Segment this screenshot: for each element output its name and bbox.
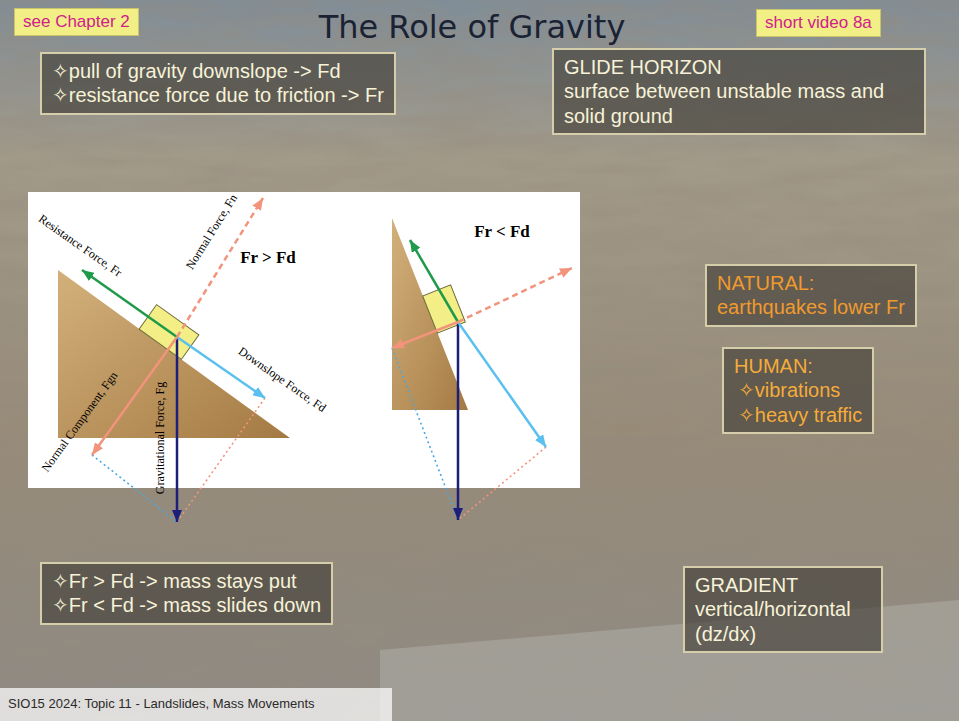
chapter-tag: see Chapter 2 — [14, 8, 139, 36]
box-heading: ✧Fr > Fd -> mass stays put — [52, 569, 321, 593]
dotted-guide — [177, 398, 265, 522]
box-text: ✧vibrations — [734, 378, 862, 402]
gradient-box: GRADIENTvertical/horizontal (dz/dx) — [683, 566, 883, 653]
condition-box: ✧Fr > Fd -> mass stays put✧Fr < Fd -> ma… — [40, 562, 333, 625]
gravity-arrow — [176, 337, 179, 522]
human-cause-box: HUMAN:✧vibrations✧heavy traffic — [722, 347, 874, 434]
box-heading: ✧pull of gravity downslope -> Fd — [52, 59, 384, 83]
box-heading: GRADIENT — [695, 573, 871, 597]
box-text: ✧resistance force due to friction -> Fr — [52, 83, 384, 107]
box-text: ✧heavy traffic — [734, 403, 862, 427]
box-text: see Chapter 2 — [23, 12, 130, 32]
downslope-arrow — [458, 322, 546, 447]
resistance-arrow — [82, 270, 177, 337]
box-text: vertical/horizontal (dz/dx) — [695, 597, 871, 646]
force-label: Gravitational Force, Fg — [154, 382, 167, 494]
slope-triangle — [392, 218, 468, 410]
slide-title: The Role of Gravity — [319, 8, 626, 46]
video-tag: short video 8a — [756, 9, 881, 37]
dotted-guide — [458, 447, 546, 520]
glide-horizon-box: GLIDE HORIZONsurface between unstable ma… — [552, 48, 926, 135]
box-text: ✧Fr < Fd -> mass slides down — [52, 593, 321, 617]
footer-band: SIO15 2024: Topic 11 - Landslides, Mass … — [0, 688, 392, 721]
box-text: surface between unstable mass and solid … — [564, 79, 914, 128]
normal-component-arrow — [392, 322, 458, 348]
diagram-panel — [28, 192, 580, 488]
box-heading: NATURAL: — [717, 271, 905, 295]
gravity-arrow — [457, 322, 460, 520]
box-text: SIO15 2024: Topic 11 - Landslides, Mass … — [8, 696, 384, 711]
box-heading: HUMAN: — [734, 354, 862, 378]
box-text: short video 8a — [765, 13, 872, 33]
box-text: earthquakes lower Fr — [717, 295, 905, 319]
definition-box: ✧pull of gravity downslope -> Fd✧resista… — [40, 52, 396, 115]
box-heading: GLIDE HORIZON — [564, 55, 914, 79]
natural-cause-box: NATURAL:earthquakes lower Fr — [705, 264, 917, 327]
dotted-guide — [392, 348, 458, 520]
force-label: Fr < Fd — [474, 223, 530, 242]
resistance-arrow — [410, 240, 458, 322]
normal-force-arrow — [458, 268, 572, 322]
force-label: Fr > Fd — [240, 249, 296, 268]
